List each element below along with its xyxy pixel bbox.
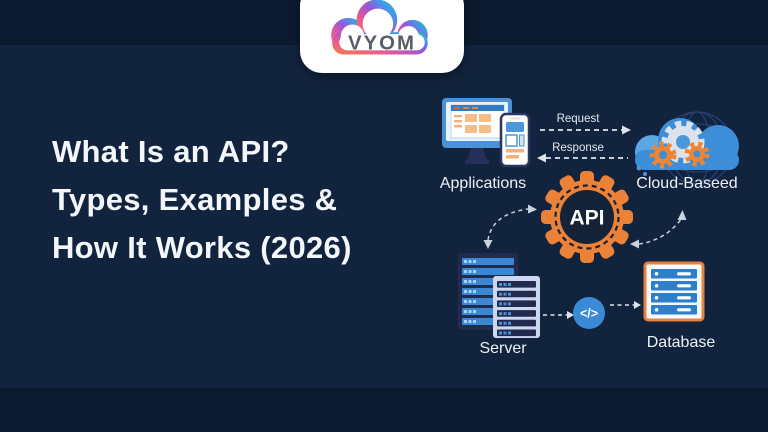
cloud-based-label: Cloud-Baseed bbox=[636, 175, 737, 192]
code-database-arrow bbox=[610, 301, 641, 309]
request-arrowhead bbox=[622, 125, 631, 135]
api-gear-icon: API bbox=[541, 171, 633, 263]
request-label: Request bbox=[557, 113, 601, 125]
request-response-arrows: Request Response bbox=[537, 113, 631, 163]
applications-icon: Applications bbox=[440, 98, 531, 192]
database-label: Database bbox=[647, 334, 716, 351]
server-api-arrow bbox=[483, 204, 537, 249]
server-label: Server bbox=[479, 340, 527, 357]
gradient-cloud-shape bbox=[331, 0, 428, 55]
response-arrowhead bbox=[537, 153, 546, 163]
headline-line-3: How It Works (2026) bbox=[52, 230, 352, 265]
api-diagram: Applications Request Response bbox=[425, 82, 768, 382]
server-code-arrow bbox=[543, 311, 574, 319]
mobile-phone-icon bbox=[499, 112, 531, 168]
applications-label: Applications bbox=[440, 175, 526, 192]
vyom-cloud-logo-icon: VYOM bbox=[331, 0, 428, 55]
background-card bbox=[0, 45, 768, 388]
api-cloud-arrow bbox=[630, 210, 687, 249]
server-icon: Server bbox=[458, 253, 540, 357]
api-badge-text: API bbox=[569, 207, 604, 230]
page-title: What Is an API? Types, Examples & How It… bbox=[52, 128, 452, 272]
vyom-logo-badge: VYOM bbox=[300, 0, 464, 73]
headline-line-2: Types, Examples & bbox=[52, 182, 338, 217]
response-label: Response bbox=[552, 142, 604, 154]
cloud-based-icon: Cloud-Baseed bbox=[635, 111, 739, 192]
code-glyph-text: </> bbox=[580, 307, 598, 321]
headline-line-1: What Is an API? bbox=[52, 134, 290, 169]
code-icon: </> bbox=[573, 297, 605, 329]
database-icon: Database bbox=[643, 261, 716, 351]
cloud-gears-icon bbox=[649, 120, 710, 169]
logo-brand-text: VYOM bbox=[348, 32, 416, 54]
